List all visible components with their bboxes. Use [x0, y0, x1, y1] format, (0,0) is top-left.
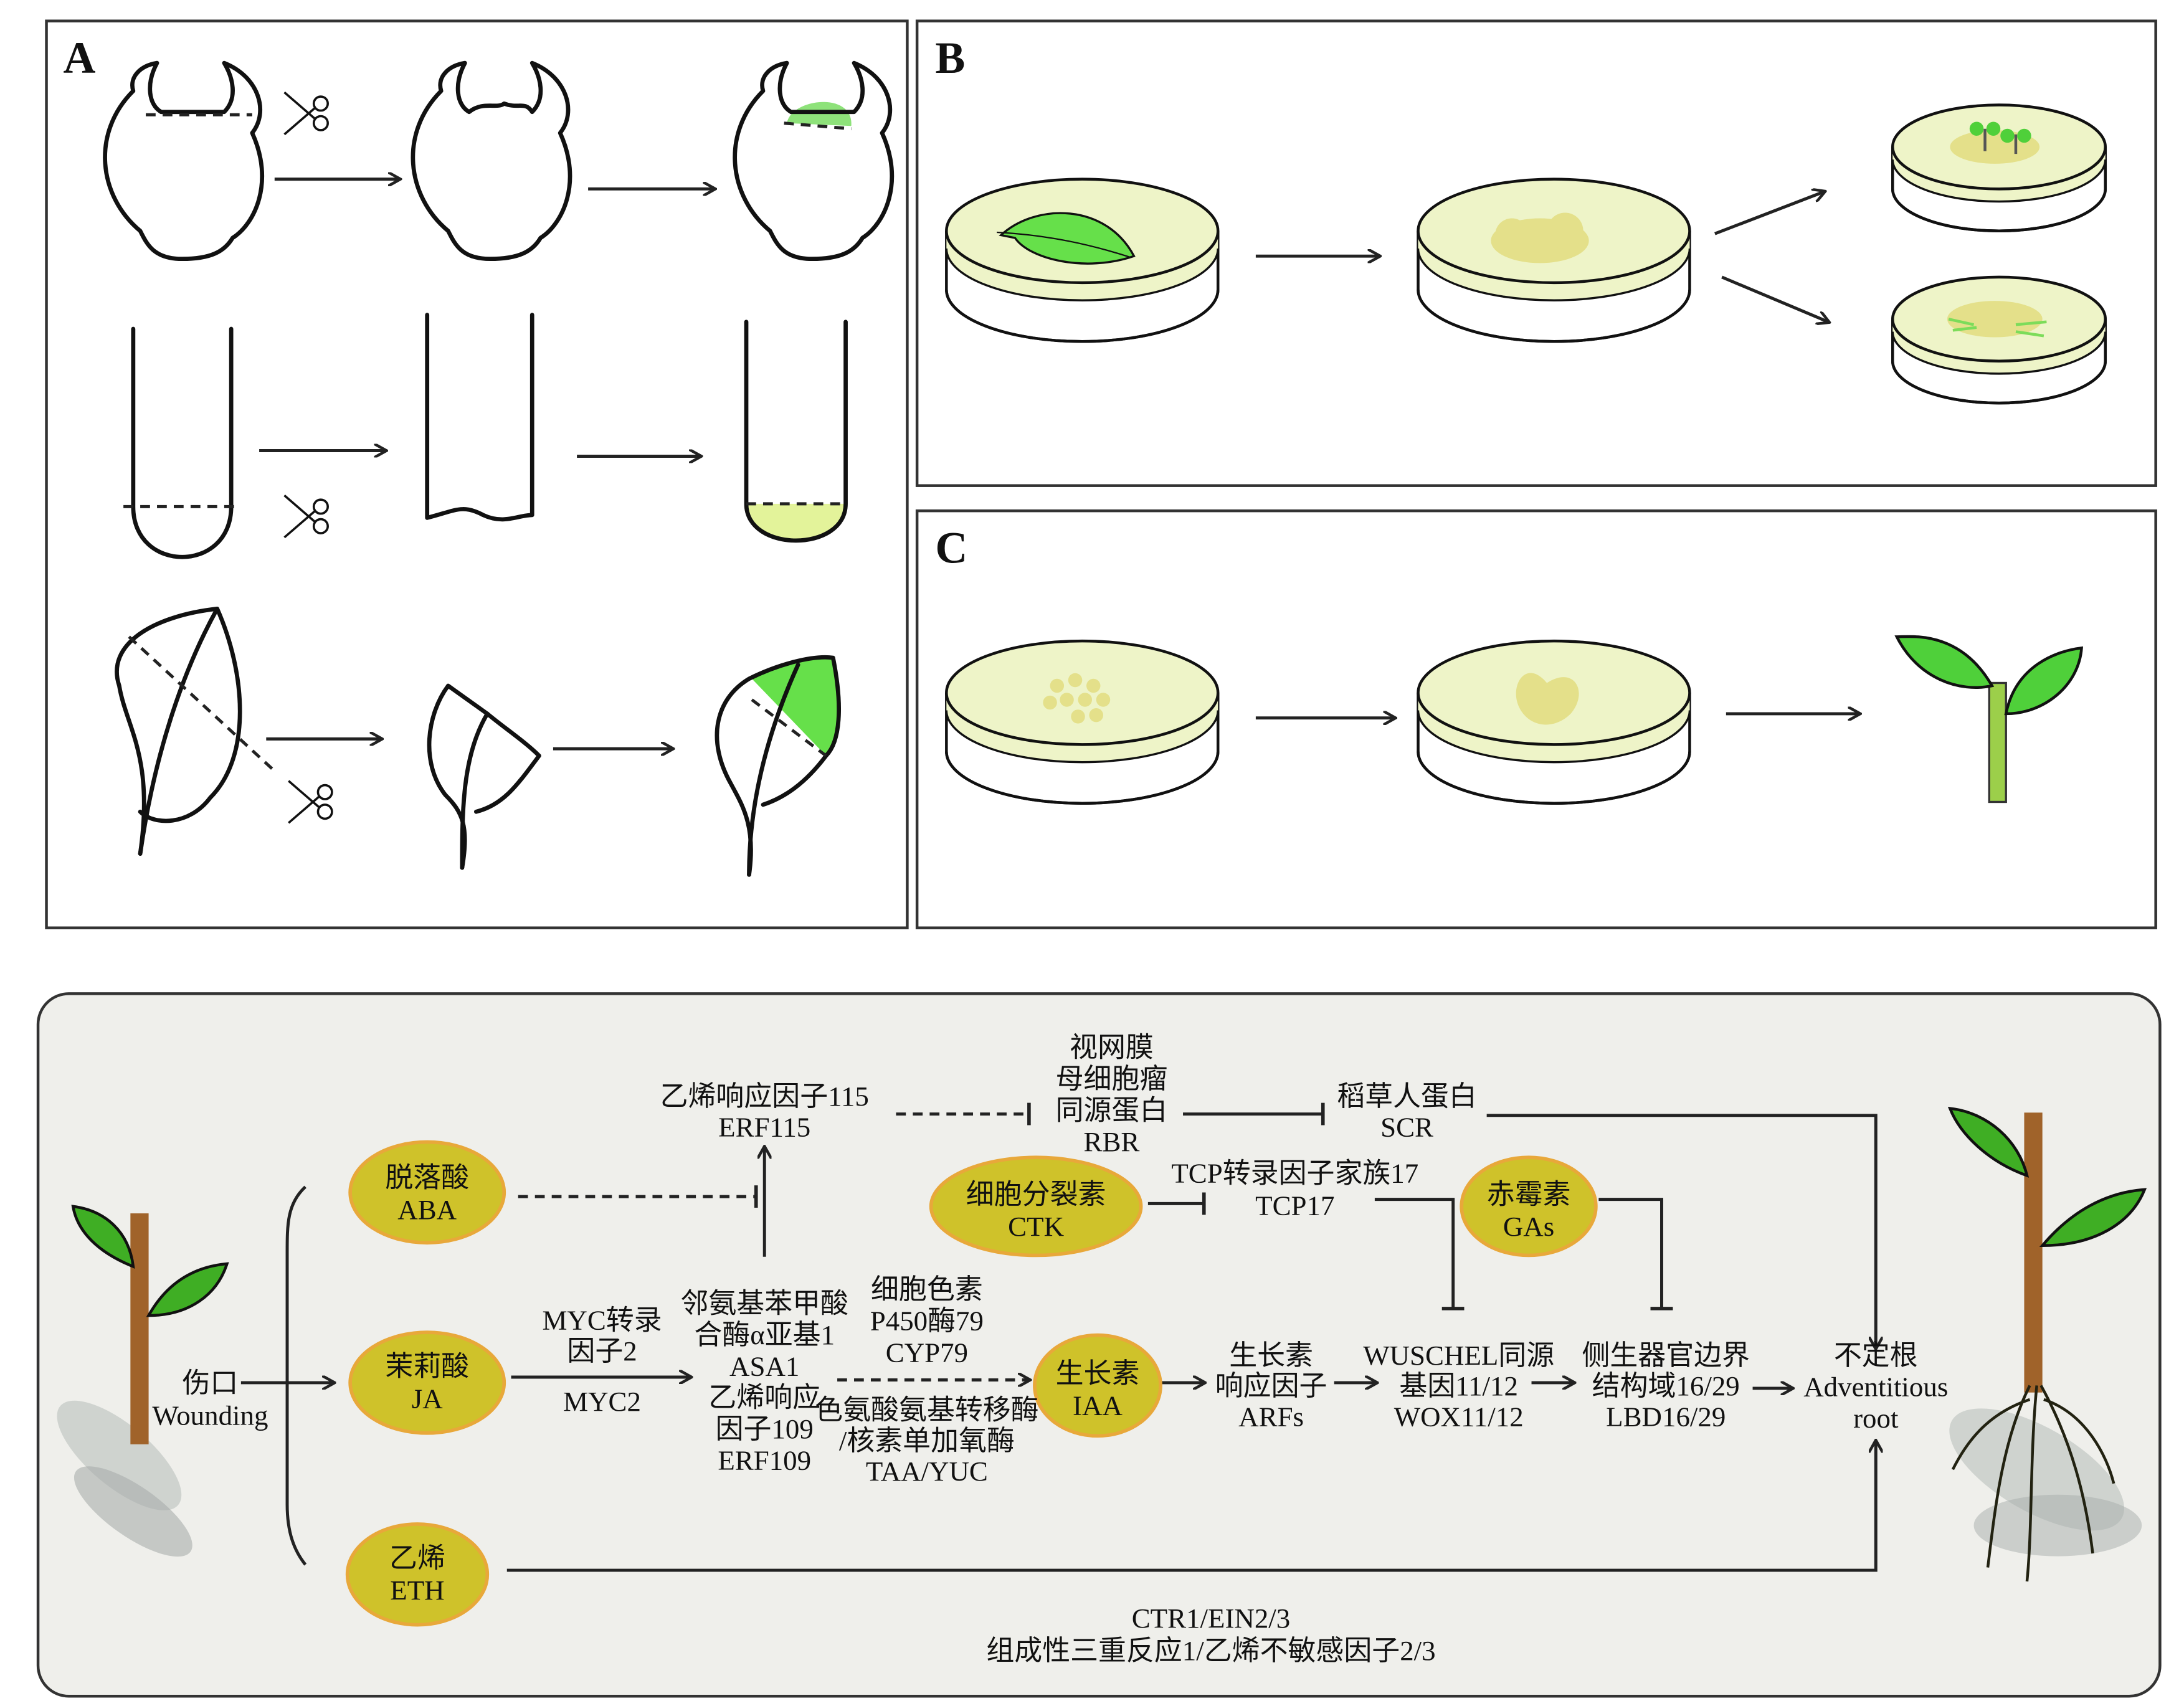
- arrow: [1721, 275, 1828, 322]
- svg-text:基因11/12: 基因11/12: [1399, 1370, 1518, 1401]
- svg-text:不定根: 不定根: [1834, 1340, 1918, 1371]
- svg-text:IAA: IAA: [1073, 1390, 1123, 1421]
- svg-text:ERF109: ERF109: [718, 1444, 811, 1476]
- svg-text:因子2: 因子2: [567, 1335, 637, 1367]
- regenerated-seedling: [1894, 635, 2084, 803]
- svg-text:root: root: [1853, 1403, 1899, 1434]
- dish-root-regeneration: [1891, 275, 2107, 405]
- root-explant-row: [123, 313, 848, 559]
- svg-text:赤霉素: 赤霉素: [1487, 1178, 1571, 1210]
- svg-text:ARFs: ARFs: [1238, 1401, 1304, 1433]
- svg-text:同源蛋白: 同源蛋白: [1056, 1095, 1168, 1126]
- panel-a-frame: [45, 19, 909, 929]
- svg-text:LBD16/29: LBD16/29: [1606, 1401, 1726, 1433]
- panel-b-label: B: [935, 33, 965, 83]
- svg-text:乙烯响应因子115: 乙烯响应因子115: [660, 1081, 869, 1112]
- panel-a-label: A: [64, 33, 96, 83]
- svg-text:CTK: CTK: [1008, 1211, 1064, 1242]
- svg-text:生长素: 生长素: [1229, 1340, 1313, 1371]
- svg-text:结构域16/29: 结构域16/29: [1592, 1370, 1740, 1401]
- svg-text:CTR1/EIN2/3: CTR1/EIN2/3: [1132, 1603, 1291, 1634]
- svg-text:组成性三重反应1/乙烯不敏感因子2/3: 组成性三重反应1/乙烯不敏感因子2/3: [986, 1635, 1435, 1666]
- svg-text:乙烯: 乙烯: [389, 1543, 445, 1574]
- dish-somatic-embryo: [1417, 639, 1691, 805]
- svg-text:MYC转录: MYC转录: [542, 1305, 662, 1336]
- svg-text:生长素: 生长素: [1056, 1358, 1140, 1389]
- bud-intact: [103, 60, 329, 262]
- svg-text:ABA: ABA: [397, 1194, 457, 1225]
- svg-text:WUSCHEL同源: WUSCHEL同源: [1363, 1340, 1554, 1371]
- svg-text:伤口: 伤口: [183, 1368, 239, 1399]
- svg-text:Wounding: Wounding: [152, 1400, 268, 1431]
- svg-text:Adventitious: Adventitious: [1803, 1371, 1948, 1402]
- svg-text:TAA/YUC: TAA/YUC: [866, 1456, 988, 1487]
- leaf-explant-row: [115, 607, 841, 877]
- svg-text:P450酶79: P450酶79: [870, 1306, 984, 1337]
- svg-text:TCP17: TCP17: [1255, 1190, 1334, 1221]
- svg-text:ETH: ETH: [390, 1575, 444, 1606]
- svg-text:因子109: 因子109: [716, 1413, 814, 1444]
- svg-text:脱落酸: 脱落酸: [385, 1162, 469, 1193]
- dish-leaf-explant: [945, 178, 1220, 343]
- svg-text:/核素单加氧酶: /核素单加氧酶: [839, 1425, 1015, 1456]
- svg-text:TCP转录因子家族17: TCP转录因子家族17: [1171, 1158, 1418, 1189]
- wounding-bracket: [285, 1185, 307, 1566]
- svg-text:侧生器官边界: 侧生器官边界: [1582, 1340, 1750, 1371]
- svg-text:ERF115: ERF115: [718, 1112, 810, 1143]
- svg-text:响应因子: 响应因子: [1215, 1370, 1327, 1401]
- svg-text:GAs: GAs: [1503, 1211, 1554, 1242]
- svg-text:视网膜: 视网膜: [1070, 1031, 1154, 1063]
- panel-c-label: C: [935, 523, 967, 572]
- dish-callus: [1417, 178, 1691, 343]
- svg-text:WOX11/12: WOX11/12: [1394, 1401, 1524, 1433]
- svg-text:茉莉酸: 茉莉酸: [385, 1351, 469, 1382]
- svg-text:SCR: SCR: [1380, 1112, 1433, 1143]
- dish-embryogenic-cells: [945, 639, 1220, 805]
- svg-text:RBR: RBR: [1084, 1126, 1140, 1157]
- svg-text:乙烯响应: 乙烯响应: [708, 1382, 820, 1413]
- bud-explant-row: [103, 60, 895, 262]
- svg-text:母细胞瘤: 母细胞瘤: [1056, 1063, 1168, 1094]
- bud-cut: [411, 60, 572, 262]
- petri-dishes: [945, 103, 2107, 805]
- dish-shoot-regeneration: [1891, 103, 2107, 232]
- wounded-seedling-illustration: [57, 1205, 229, 1557]
- arrow: [1714, 192, 1824, 235]
- svg-text:JA: JA: [412, 1383, 443, 1414]
- svg-text:邻氨基苯甲酸: 邻氨基苯甲酸: [680, 1288, 848, 1319]
- svg-text:稻草人蛋白: 稻草人蛋白: [1337, 1081, 1477, 1112]
- svg-text:MYC2: MYC2: [563, 1386, 641, 1417]
- adventitious-root-plant-illustration: [1947, 1106, 2147, 1582]
- svg-text:色氨酸氨基转移酶: 色氨酸氨基转移酶: [815, 1394, 1038, 1425]
- svg-text:ASA1: ASA1: [729, 1350, 799, 1381]
- svg-text:细胞色素: 细胞色素: [871, 1274, 983, 1305]
- bud-regenerated: [733, 60, 895, 262]
- svg-text:CYP79: CYP79: [886, 1337, 968, 1368]
- svg-text:合酶α亚基1: 合酶α亚基1: [694, 1319, 835, 1350]
- svg-text:细胞分裂素: 细胞分裂素: [966, 1178, 1106, 1210]
